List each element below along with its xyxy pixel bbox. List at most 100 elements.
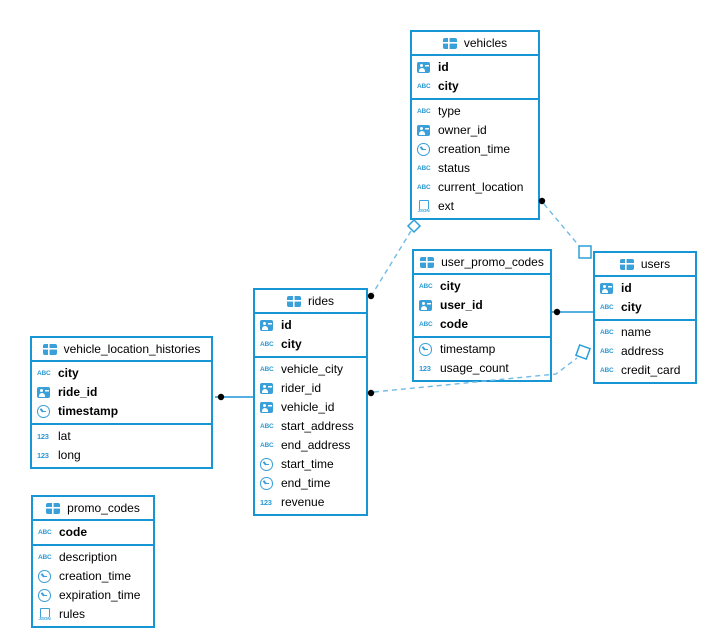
column-name: city xyxy=(281,337,302,351)
column-row[interactable]: expiration_time xyxy=(33,586,153,605)
column-name: city xyxy=(621,300,642,314)
column-name: timestamp xyxy=(440,342,496,356)
column-row[interactable]: end_time xyxy=(255,474,366,493)
table-header-vehicle_location_histories[interactable]: vehicle_location_histories xyxy=(32,338,211,362)
column-row[interactable]: timestamp xyxy=(32,402,211,421)
column-name: city xyxy=(438,79,459,93)
table-name: vehicle_location_histories xyxy=(63,342,201,356)
string-type-icon: ABC xyxy=(600,348,614,355)
number-type-icon: 123 xyxy=(37,451,49,460)
string-type-icon: ABC xyxy=(260,442,274,449)
column-row[interactable]: rider_id xyxy=(255,379,366,398)
column-name: rules xyxy=(59,607,86,621)
table-header-vehicles[interactable]: vehicles xyxy=(412,32,538,56)
uuid-type-icon xyxy=(600,283,616,294)
relation-endpoint-dot xyxy=(217,393,225,401)
column-row[interactable]: ABC city xyxy=(595,298,695,317)
column-row[interactable]: start_time xyxy=(255,455,366,474)
column-row[interactable]: user_id xyxy=(414,296,550,315)
table-header-user_promo_codes[interactable]: user_promo_codes xyxy=(414,251,550,275)
column-name: rider_id xyxy=(281,381,322,395)
column-name: end_address xyxy=(281,438,351,452)
column-name: owner_id xyxy=(438,123,487,137)
string-type-icon: ABC xyxy=(419,283,433,290)
table-name: users xyxy=(640,257,671,271)
json-type-icon: JSON xyxy=(37,608,54,622)
string-type-icon: ABC xyxy=(600,367,614,374)
table-header-promo_codes[interactable]: promo_codes xyxy=(33,497,153,521)
column-row[interactable]: ride_id xyxy=(32,383,211,402)
table-icon xyxy=(420,256,436,268)
column-row[interactable]: ABC end_address xyxy=(255,436,366,455)
table-icon xyxy=(619,258,636,270)
column-row[interactable]: creation_time xyxy=(33,567,153,586)
timestamp-type-icon xyxy=(419,343,435,356)
column-name: creation_time xyxy=(59,569,132,583)
table-name: user_promo_codes xyxy=(441,255,544,269)
uuid-type-icon xyxy=(417,62,433,73)
column-row[interactable]: id xyxy=(412,58,538,77)
column-name: creation_time xyxy=(438,142,511,156)
column-row[interactable]: vehicle_id xyxy=(255,398,366,417)
column-name: ride_id xyxy=(58,385,98,399)
column-row[interactable]: creation_time xyxy=(412,140,538,159)
column-row[interactable]: ABC city xyxy=(414,277,550,296)
relation-user_promo_codes-users[interactable] xyxy=(552,308,593,316)
column-row[interactable]: JSON rules xyxy=(33,605,153,624)
column-name: description xyxy=(59,550,118,564)
column-name: start_time xyxy=(281,457,334,471)
string-type-icon: ABC xyxy=(600,304,614,311)
timestamp-type-icon xyxy=(38,570,54,583)
column-row[interactable]: id xyxy=(595,279,695,298)
column-row[interactable]: id xyxy=(255,316,366,335)
string-type-icon: ABC xyxy=(417,184,431,191)
relation-vehicle_location_histories-rides[interactable] xyxy=(215,393,253,401)
column-name: id xyxy=(438,60,449,74)
string-type-icon: ABC xyxy=(260,366,274,373)
table-header-rides[interactable]: rides xyxy=(255,290,366,314)
column-name: code xyxy=(59,525,88,539)
number-type-icon: 123 xyxy=(260,498,272,507)
column-name: city xyxy=(440,279,461,293)
table-icon xyxy=(286,295,303,307)
relation-endpoint-dot xyxy=(367,292,375,300)
column-name: ext xyxy=(438,199,455,213)
column-row[interactable]: owner_id xyxy=(412,121,538,140)
column-name: id xyxy=(621,281,632,295)
table-header-users[interactable]: users xyxy=(595,253,695,277)
column-row[interactable]: timestamp xyxy=(414,340,550,359)
string-type-icon: ABC xyxy=(600,329,614,336)
